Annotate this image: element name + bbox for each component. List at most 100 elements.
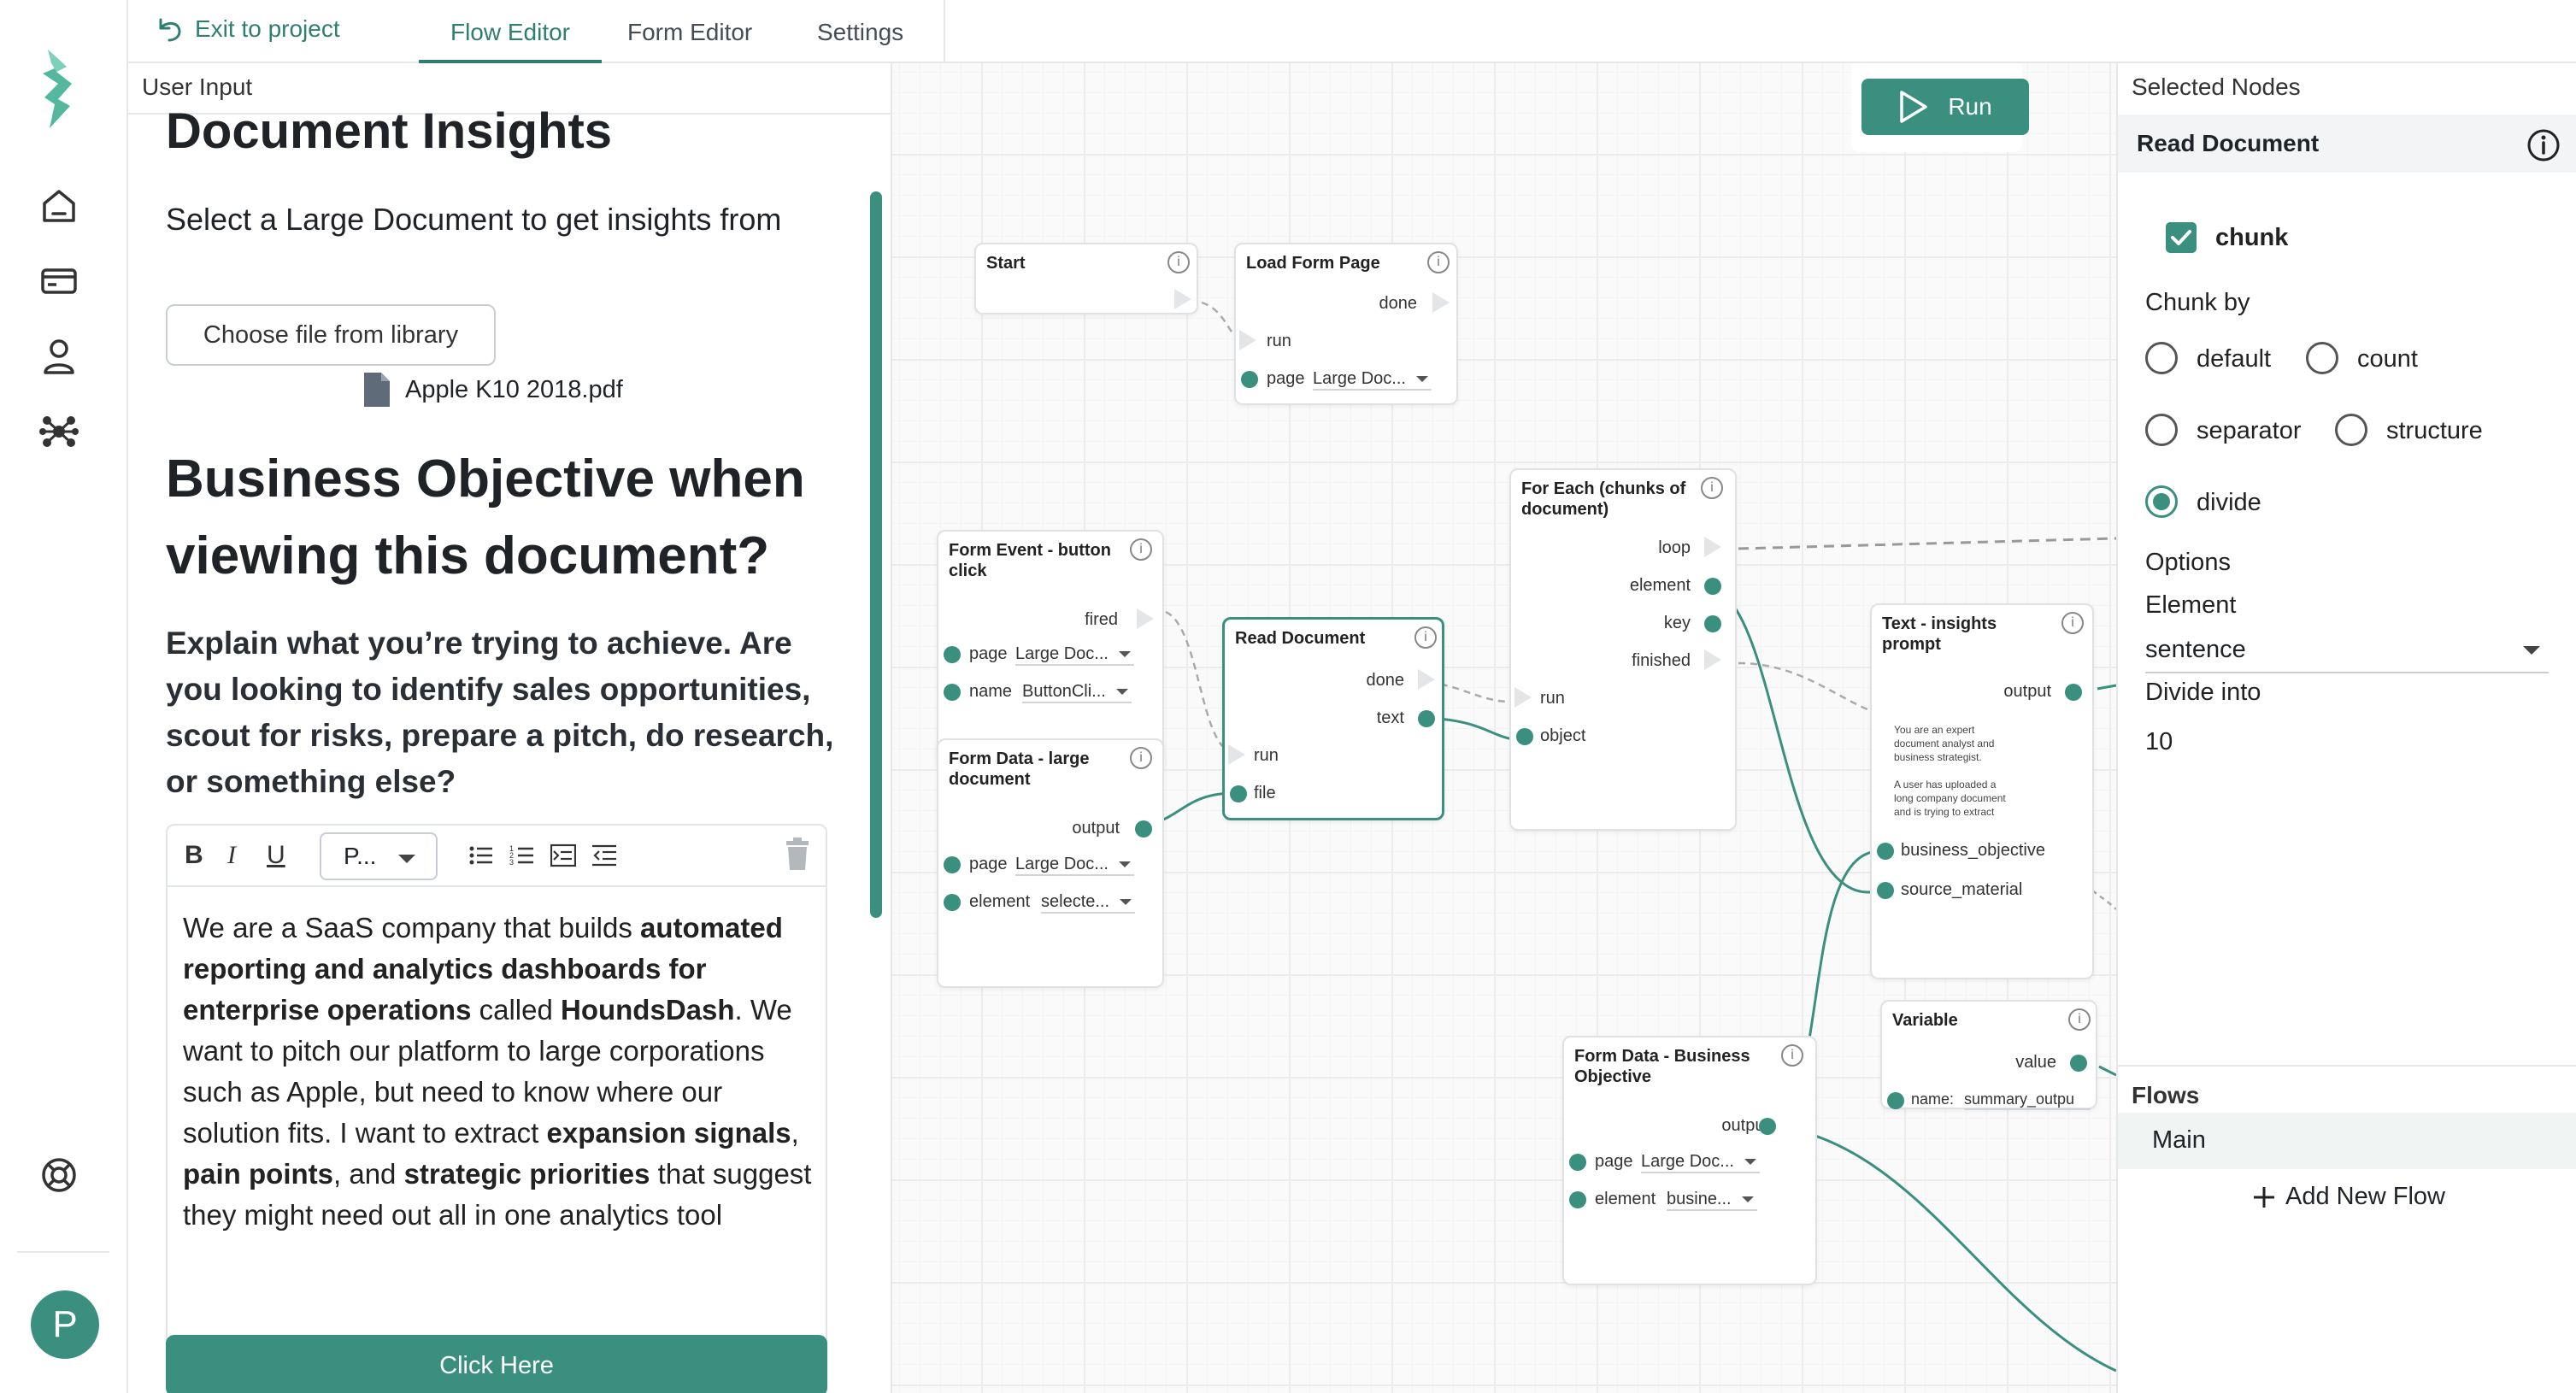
done-port[interactable] [1418,669,1435,690]
underline-button[interactable]: U [267,841,285,869]
output-port[interactable] [1759,1118,1776,1135]
info-icon[interactable]: i [1781,1044,1803,1067]
tab-settings[interactable]: Settings [817,19,904,45]
paragraph-style-value: P... [344,843,377,869]
flow-canvas[interactable]: Start i Load Form Page i done run page L… [892,63,2116,1393]
card-icon[interactable] [39,262,79,301]
file-name: Apple K10 2018.pdf [405,375,623,403]
add-new-flow-button[interactable]: Add New Flow [2251,1183,2445,1211]
element-select[interactable]: busine... [1667,1190,1757,1211]
help-icon[interactable] [39,1155,79,1195]
radio-count[interactable] [2306,342,2338,374]
name-label: name: [1911,1090,1955,1108]
bold-text-run: HoundsDash [561,994,735,1026]
editor-content[interactable]: We are a SaaS company that builds automa… [183,908,815,1236]
network-icon[interactable] [39,412,79,451]
info-icon[interactable]: i [1167,251,1190,273]
output-port[interactable] [2065,684,2082,701]
info-icon[interactable]: i [1414,626,1437,649]
run-port[interactable] [1228,744,1245,765]
port-text-label: text [1376,708,1404,727]
done-port[interactable] [1432,292,1450,313]
name-select[interactable]: ButtonCli... [1022,682,1132,703]
tab-form-editor[interactable]: Form Editor [627,19,753,45]
run-button[interactable]: Run [1861,79,2029,135]
business-objective-port[interactable] [1877,843,1894,860]
element-select[interactable]: sentence [2145,627,2549,673]
indent-icon[interactable] [550,843,576,868]
name-port[interactable] [944,684,961,701]
port-output-label: output [2003,682,2051,701]
page-select[interactable]: Large Doc... [1015,855,1134,876]
page-port[interactable] [944,646,961,663]
user-icon[interactable] [39,337,79,376]
value-port[interactable] [2070,1055,2087,1072]
numbered-list-icon[interactable]: 1 2 3 [509,843,535,868]
page-label: page [969,855,1008,873]
flow-item-main[interactable]: Main [2118,1113,2576,1169]
file-port[interactable] [1230,785,1247,802]
text-port[interactable] [1418,710,1435,727]
node-form-event[interactable]: Form Event - button click i fired page L… [937,530,1164,771]
page-port[interactable] [1569,1154,1586,1171]
outdent-icon[interactable] [591,843,617,868]
radio-divide[interactable] [2145,485,2178,518]
divide-into-input[interactable]: 10 [2145,728,2173,755]
info-icon[interactable]: i [1130,538,1152,561]
variable-name-input[interactable]: summary_outpu [1964,1090,2091,1110]
node-variable[interactable]: Variable i value name: summary_outpu [1880,1000,2097,1110]
info-icon[interactable] [2526,128,2561,162]
info-icon[interactable]: i [1130,747,1152,769]
element-port[interactable] [1569,1191,1586,1208]
home-icon[interactable] [39,186,79,226]
name-port[interactable] [1887,1092,1904,1109]
node-load-form-page[interactable]: Load Form Page i done run page Large Doc… [1234,243,1458,405]
paragraph-style-select[interactable]: P... [320,832,438,880]
node-read-document[interactable]: Read Document i done text run file [1222,617,1444,820]
info-icon[interactable]: i [2068,1008,2091,1031]
fired-port[interactable] [1137,608,1154,629]
page-select[interactable]: Large Doc... [1313,369,1432,391]
page-select[interactable]: Large Doc... [1015,644,1134,666]
choose-file-button[interactable]: Choose file from library [166,304,496,366]
page-select[interactable]: Large Doc... [1641,1152,1760,1173]
object-port[interactable] [1516,728,1533,745]
node-form-data-business[interactable]: Form Data - Business Objective i output … [1562,1036,1817,1285]
run-port[interactable] [1514,687,1532,708]
prompt-text-2: A user has uploaded a long company docum… [1894,779,2006,818]
info-icon[interactable]: i [1701,477,1723,499]
element-port[interactable] [944,894,961,911]
trash-icon[interactable] [785,838,810,872]
click-here-button[interactable]: Click Here [166,1335,827,1393]
page-port[interactable] [944,856,961,873]
node-text-insights-prompt[interactable]: Text - insights prompt i output You are … [1870,603,2094,979]
element-port[interactable] [1704,578,1721,595]
output-port[interactable] [1135,820,1152,838]
radio-default[interactable] [2145,342,2178,374]
bold-button[interactable]: B [185,841,203,869]
radio-structure[interactable] [2335,414,2367,446]
source-material-port[interactable] [1877,882,1894,899]
exit-to-project-button[interactable]: Exit to project [154,10,340,48]
business-objective-heading: Business Objective when viewing this doc… [166,450,805,585]
bullet-list-icon[interactable] [468,843,494,868]
info-icon[interactable]: i [1427,251,1450,273]
node-start[interactable]: Start i [974,243,1198,314]
italic-button[interactable]: I [227,841,236,869]
radio-separator[interactable] [2145,414,2178,446]
preview-scrollbar[interactable] [870,191,882,918]
info-icon[interactable]: i [2061,612,2084,634]
run-port[interactable] [1239,330,1256,350]
node-for-each[interactable]: For Each (chunks of document) i loop ele… [1509,468,1737,831]
key-port[interactable] [1704,615,1721,632]
chunk-checkbox[interactable] [2166,222,2197,253]
loop-port[interactable] [1704,537,1721,557]
tab-flow-editor[interactable]: Flow Editor [419,19,602,63]
run-out-port[interactable] [1174,289,1191,309]
element-select[interactable]: selecte... [1041,892,1136,914]
rich-text-editor[interactable]: B I U P... 1 2 3 [166,824,827,1371]
avatar[interactable]: P [31,1290,99,1359]
page-port[interactable] [1241,371,1258,388]
node-form-data-large[interactable]: Form Data - large document i output page… [937,738,1164,988]
finished-port[interactable] [1704,649,1721,670]
